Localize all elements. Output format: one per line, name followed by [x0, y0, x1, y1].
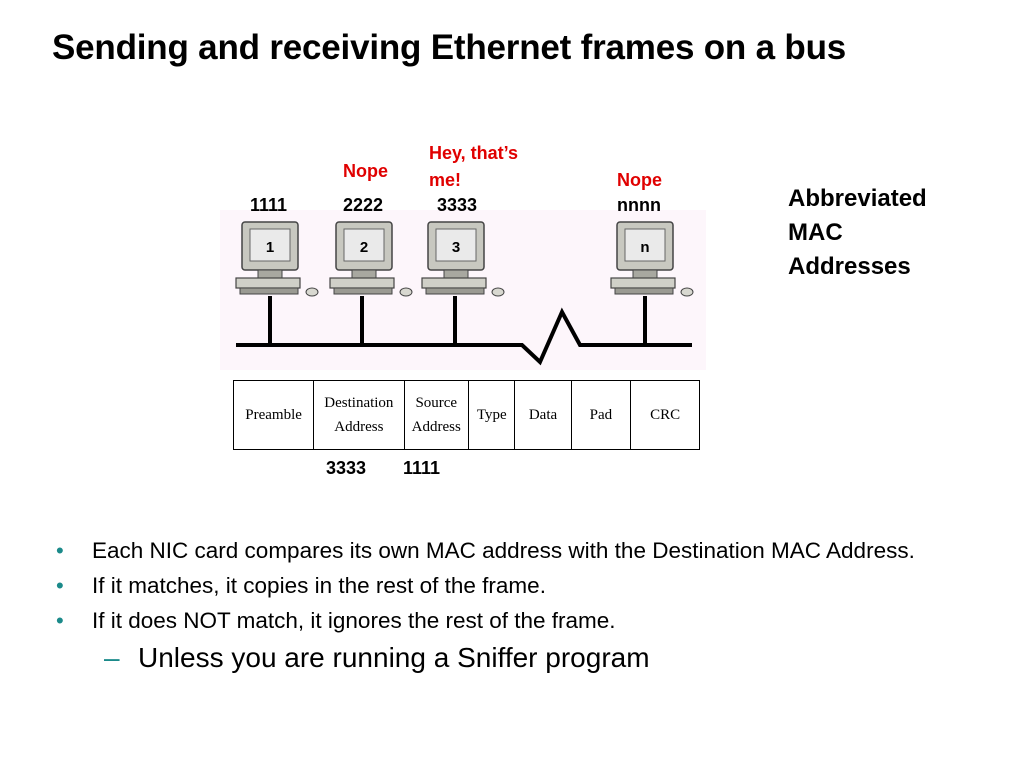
- dash-icon: –: [104, 642, 120, 673]
- station-address: 1111: [250, 195, 287, 215]
- computer-icon: 2: [329, 221, 413, 297]
- bullet-item: •If it does NOT match, it ignores the re…: [56, 608, 616, 633]
- note-line: Abbreviated: [788, 185, 927, 212]
- bullet-list: •Each NIC card compares its own MAC addr…: [56, 536, 976, 675]
- frame-field: Type: [468, 380, 516, 450]
- sub-bullet-item: –Unless you are running a Sniffer progra…: [104, 642, 650, 673]
- destination-value: 3333: [326, 458, 366, 478]
- bullet-icon: •: [56, 538, 64, 563]
- bullet-icon: •: [56, 608, 64, 633]
- station-address: 3333: [437, 195, 477, 215]
- note-line: Addresses: [788, 253, 911, 280]
- frame-field: CRC: [630, 380, 700, 450]
- computer-icon: 1: [235, 221, 319, 297]
- computer-label: 3: [452, 239, 460, 256]
- computer-icon: 3: [421, 221, 505, 297]
- computer-label: 2: [360, 239, 368, 256]
- computer-label: n: [640, 239, 649, 256]
- abbreviated-mac-note: Abbreviated MAC Addresses: [788, 182, 927, 284]
- slide-title: Sending and receiving Ethernet frames on…: [52, 28, 847, 67]
- frame-field: Data: [514, 380, 572, 450]
- station-address: nnnn: [617, 195, 661, 215]
- status-label: Nope: [617, 170, 662, 190]
- frame-field: Pad: [570, 380, 632, 450]
- status-label: Nope: [343, 161, 388, 181]
- status-label: Hey, that’s: [429, 143, 518, 163]
- bullet-item: •Each NIC card compares its own MAC addr…: [56, 538, 915, 563]
- bullet-icon: •: [56, 573, 64, 598]
- source-value: 1111: [403, 458, 440, 478]
- computer-label: 1: [266, 239, 274, 256]
- frame-field: Preamble: [232, 380, 315, 450]
- computer-icon: n: [610, 221, 694, 297]
- station-address: 2222: [343, 195, 383, 215]
- bullet-item: •If it matches, it copies in the rest of…: [56, 573, 546, 598]
- note-line: MAC: [788, 219, 843, 246]
- status-label: me!: [429, 170, 461, 190]
- bus-cable: [236, 307, 692, 366]
